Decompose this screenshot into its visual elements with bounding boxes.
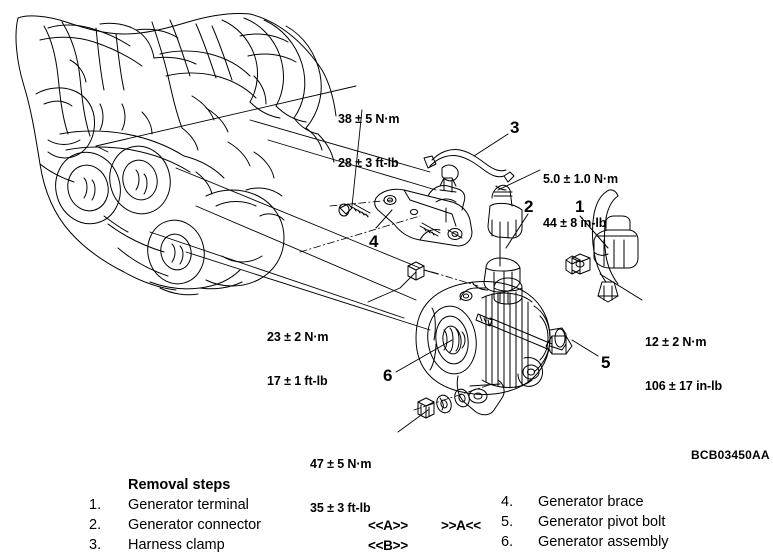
torque-imperial: 35 ± 3 ft-lb	[310, 500, 371, 515]
harness-clamp	[423, 149, 515, 193]
torque-spec-38: 38 ± 5 N·m 28 ± 3 ft-lb	[338, 82, 400, 200]
torque-imperial: 44 ± 8 in-lb	[543, 215, 607, 230]
legend-right-label-5: Generator pivot bolt	[538, 514, 666, 530]
callout-number-4: 4	[369, 232, 379, 251]
legend-title: Removal steps	[128, 477, 231, 493]
legend-right-num-5: 5.	[501, 514, 514, 530]
callout-number-2: 2	[524, 197, 534, 216]
legend-left-num-2: 2.	[89, 517, 102, 533]
torque-spec-47: 47 ± 5 N·m 35 ± 3 ft-lb	[310, 427, 372, 545]
legend-left-mark-3: <<B>>	[368, 538, 408, 553]
callout-number-3: 3	[510, 118, 520, 137]
torque-imperial: 28 ± 3 ft-lb	[338, 155, 399, 170]
torque-metric: 38 ± 5 N·m	[338, 111, 400, 126]
pivot-nut	[417, 397, 435, 419]
engine-illustration	[15, 13, 337, 296]
legend-left-mark-2: <<A>>	[368, 518, 408, 533]
generator-connector	[483, 184, 523, 293]
torque-spec-12: 12 ± 2 N·m 106 ± 17 in-lb	[645, 305, 722, 423]
torque-metric: 23 ± 2 N·m	[267, 329, 329, 344]
torque-spec-23: 23 ± 2 N·m 17 ± 1 ft-lb	[267, 300, 329, 418]
figure-code: BCB03450AA	[691, 448, 770, 462]
torque-metric: 47 ± 5 N·m	[310, 456, 372, 471]
legend-left-label-3: Harness clamp	[128, 537, 225, 553]
legend-left-label-2: Generator connector	[128, 517, 261, 533]
generator-assembly	[415, 277, 567, 416]
brace-bolt-left	[338, 202, 371, 218]
legend-left-label-1: Generator terminal	[128, 497, 249, 513]
torque-metric: 5.0 ± 1.0 N·m	[543, 171, 619, 186]
torque-metric: 12 ± 2 N·m	[645, 334, 707, 349]
legend-left-num-1: 1.	[89, 497, 102, 513]
pivot-hardware	[413, 383, 493, 419]
torque-spec-5: 5.0 ± 1.0 N·m 44 ± 8 in-lb	[543, 142, 618, 260]
callout-number-5: 5	[601, 353, 611, 372]
legend-right-mark-5: >>A<<	[441, 518, 481, 533]
callout-number-1: 1	[575, 197, 585, 216]
brace-bolt-lower	[419, 222, 441, 237]
torque-imperial: 106 ± 17 in-lb	[645, 378, 723, 393]
torque-imperial: 17 ± 1 ft-lb	[267, 373, 328, 388]
generator-pivot-bolt	[475, 313, 573, 355]
legend-left-num-3: 3.	[89, 537, 102, 553]
legend-right-label-4: Generator brace	[538, 494, 644, 510]
legend-right-label-6: Generator assembly	[538, 534, 669, 550]
legend-right-num-4: 4.	[501, 494, 514, 510]
brace-mount-bolt	[407, 261, 479, 287]
legend-right-num-6: 6.	[501, 534, 514, 550]
callout-number-6: 6	[383, 366, 393, 385]
